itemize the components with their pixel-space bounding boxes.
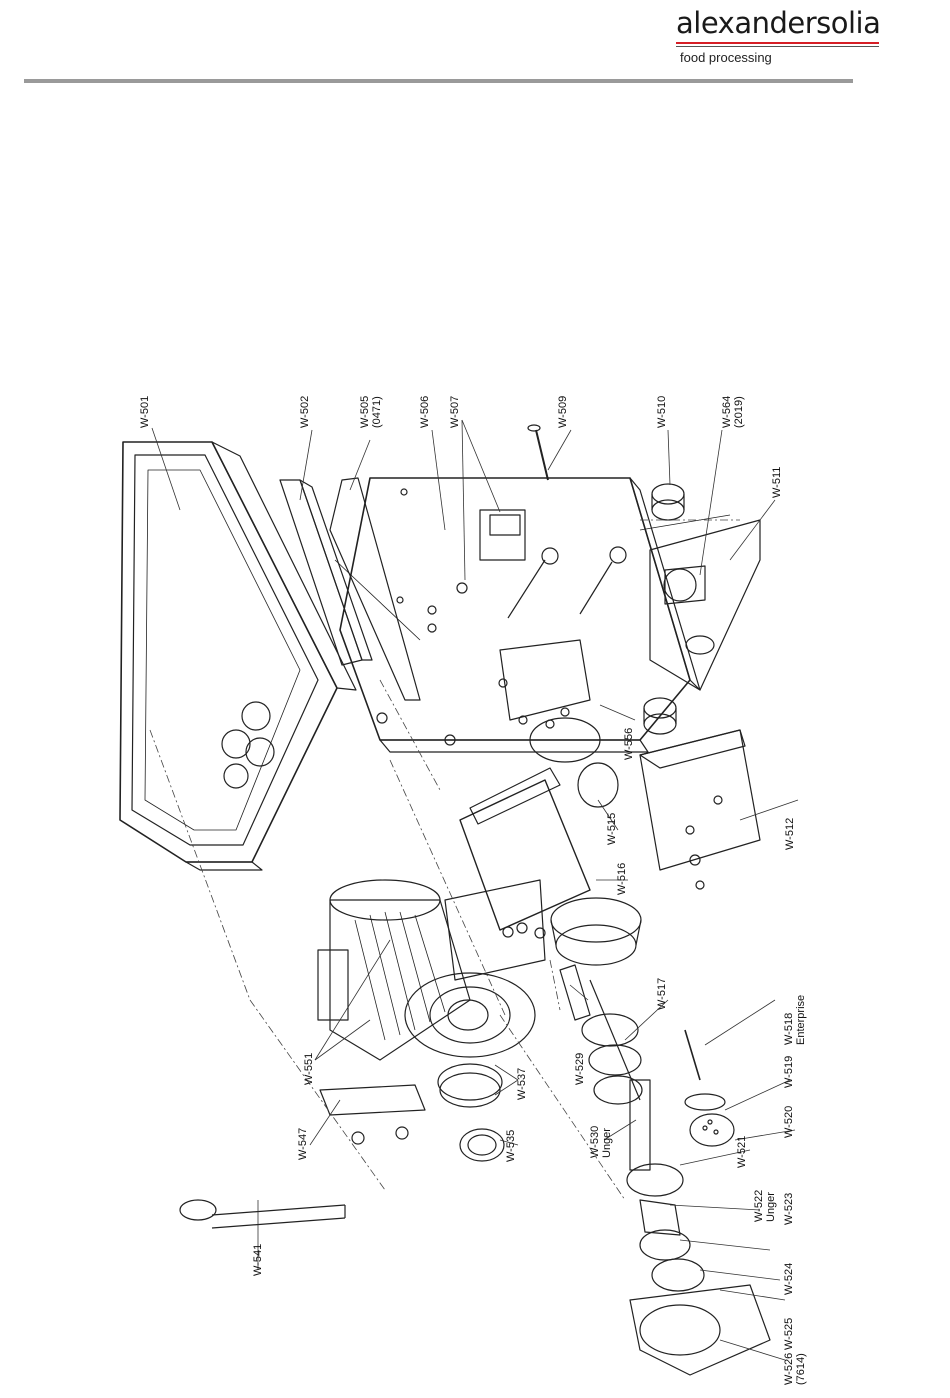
cover-tray-drawing: [120, 442, 356, 870]
callout-w-520: W-520: [783, 1106, 795, 1138]
callout-line: W-556: [623, 728, 635, 760]
callout-line: W-509: [557, 396, 569, 428]
callout-w-541: W-541: [252, 1244, 264, 1276]
assembly-centerlines: [150, 520, 740, 1200]
callout-line: W-515: [606, 813, 618, 845]
callout-line: W-512: [784, 818, 796, 850]
callout-w-519: W-519: [783, 1056, 795, 1088]
callout-line: W-518: [783, 1013, 795, 1045]
callout-w-502: W-502: [299, 396, 311, 428]
stomper-drawing: [180, 1200, 345, 1228]
callout-line: W-511: [771, 467, 783, 498]
callout-line: W-501: [139, 396, 151, 428]
callout-w-511: W-511: [771, 467, 783, 498]
plate-drawing: [280, 480, 372, 665]
callout-w-521: W-521: [736, 1136, 748, 1168]
callout-w-522: W-522Unger: [753, 1190, 777, 1222]
callout-line: W-517: [656, 978, 668, 1010]
callout-line: W-525: [783, 1318, 795, 1350]
callout-line: W-535: [505, 1130, 517, 1162]
angle-bracket-drawing: [320, 1085, 425, 1144]
callout-w-551: W-551: [303, 1053, 315, 1085]
callout-w-510: W-510: [656, 396, 668, 428]
callout-line: W-516: [616, 863, 628, 895]
callout-w-517: W-517: [656, 978, 668, 1010]
callout-w-506: W-506: [419, 396, 431, 428]
foot-drawing: [644, 484, 714, 734]
switch-drawing: [457, 510, 525, 593]
callout-line: W-505: [359, 396, 371, 428]
callout-line: W-526: [783, 1353, 795, 1385]
callout-w-523: W-523: [783, 1193, 795, 1225]
frame-drawing: [330, 478, 420, 700]
shaft-drawing: [528, 425, 548, 480]
callout-line: W-521: [736, 1136, 748, 1168]
callout-line: Unger: [601, 1128, 613, 1158]
callout-w-564: W-564(2019): [721, 396, 745, 428]
callout-w-505: W-505(0471): [359, 396, 383, 428]
fan-base-drawing: [640, 515, 760, 690]
callout-w-547: W-547: [297, 1128, 309, 1160]
plate-set-drawing: [627, 1164, 770, 1375]
callout-line: (0471): [371, 396, 383, 428]
callout-line: W-524: [783, 1263, 795, 1295]
callout-w-556: W-556: [623, 728, 635, 760]
callout-line: W-502: [299, 396, 311, 428]
callout-line: W-507: [449, 396, 461, 428]
callout-line: W-510: [656, 396, 668, 428]
callout-line: W-523: [783, 1193, 795, 1225]
callout-line: W-541: [252, 1244, 264, 1276]
callout-line: W-529: [574, 1053, 586, 1085]
callout-w-512: W-512: [784, 818, 796, 850]
callout-line: W-547: [297, 1128, 309, 1160]
callout-w-529: W-529: [574, 1053, 586, 1085]
callout-line: (2019): [733, 396, 745, 428]
callout-w-526: W-526(7614): [783, 1353, 807, 1385]
callout-line: W-564: [721, 396, 733, 428]
callout-w-509: W-509: [557, 396, 569, 428]
seal-rings-drawing: [438, 1064, 502, 1107]
callout-w-535: W-535: [505, 1130, 517, 1162]
callout-line: Unger: [765, 1192, 777, 1222]
callout-w-524: W-524: [783, 1263, 795, 1295]
callout-w-525: W-525: [783, 1318, 795, 1350]
callout-line: W-537: [516, 1068, 528, 1100]
callout-w-515: W-515: [606, 813, 618, 845]
bracket-drawing: [640, 730, 760, 889]
callout-line: W-530: [589, 1126, 601, 1158]
callout-w-518: W-518Enterprise: [783, 995, 807, 1045]
gasket-drawing: [460, 1129, 504, 1161]
callout-w-516: W-516: [616, 863, 628, 895]
callout-line: W-522: [753, 1190, 765, 1222]
flange-drawing: [499, 640, 590, 728]
knife-assembly-drawing: [630, 1030, 734, 1170]
callout-line: W-520: [783, 1106, 795, 1138]
callout-line: W-551: [303, 1053, 315, 1085]
callout-w-507: W-507: [449, 396, 461, 428]
callout-line: (7614): [795, 1353, 807, 1385]
callout-line: W-519: [783, 1056, 795, 1088]
callout-leaders: [152, 420, 798, 1360]
callout-w-501: W-501: [139, 396, 151, 428]
callout-w-530: W-530Unger: [589, 1126, 613, 1158]
callout-line: Enterprise: [795, 995, 807, 1045]
callout-line: W-506: [419, 396, 431, 428]
knob-drawing: [508, 547, 626, 618]
callout-w-537: W-537: [516, 1068, 528, 1100]
